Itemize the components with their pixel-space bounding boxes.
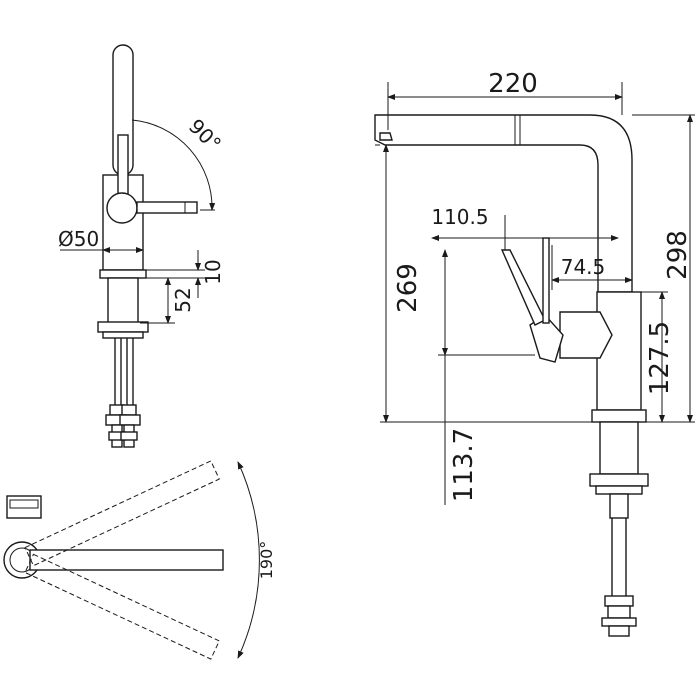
dim-220-label: 220 — [488, 69, 538, 99]
top-spout-center — [29, 549, 224, 571]
side-knob — [106, 192, 138, 224]
side-view: 90° Ø50 10 52 — [58, 44, 226, 448]
dim-10-label: 10 — [201, 259, 225, 284]
diameter-50-label: Ø50 — [58, 227, 99, 251]
top-spout-left — [24, 460, 220, 567]
side-angle-arc — [131, 119, 216, 211]
front-base-ring — [591, 409, 647, 423]
dim-74-5-label: 74.5 — [561, 255, 606, 279]
dim-269-label: 269 — [393, 263, 423, 313]
dim-113-7-label: 113.7 — [449, 428, 479, 502]
front-lever-rod — [542, 237, 550, 324]
angle-190-label: 190° — [257, 541, 276, 580]
front-mount-nut — [589, 473, 649, 487]
dim-110-5-label: 110.5 — [431, 205, 488, 229]
top-view: 190° — [3, 460, 276, 660]
front-lever-block — [559, 311, 613, 359]
front-shank — [599, 421, 639, 475]
side-lever-horizontal — [136, 201, 198, 214]
front-spout-tip — [379, 132, 393, 141]
top-lever-box — [6, 495, 42, 519]
front-body — [596, 291, 642, 411]
front-lever-arm — [500, 249, 546, 326]
dim-127-5-label: 127.5 — [645, 321, 675, 395]
dim-52-label: 52 — [171, 287, 195, 312]
front-view: 220 298 269 110.5 74.5 127.5 113.7 — [374, 69, 695, 637]
top-spout-right — [24, 553, 220, 660]
dim-298-label: 298 — [663, 230, 693, 280]
side-shank — [107, 277, 139, 324]
top-angle-arc — [237, 461, 260, 659]
side-base-ring — [99, 269, 147, 279]
